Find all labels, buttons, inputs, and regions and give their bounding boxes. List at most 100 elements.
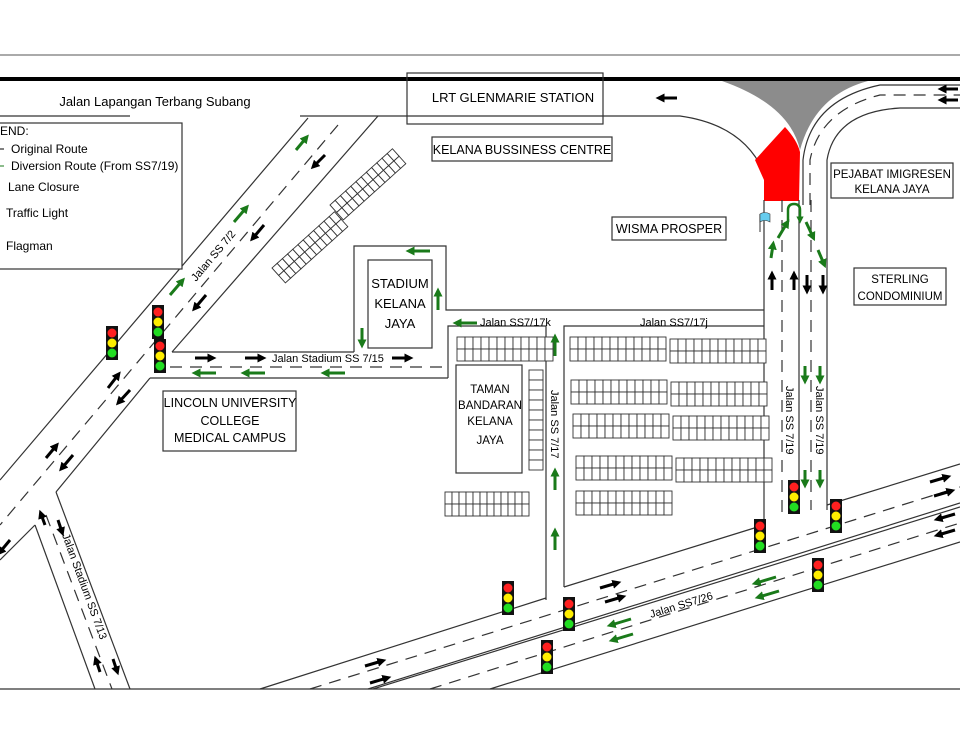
parking-lot (569, 336, 667, 362)
ss7-2-center (0, 124, 339, 526)
diversion-arrow (168, 277, 185, 296)
ss7-26-top-edge-a (259, 597, 547, 690)
imigresen-box (830, 162, 954, 199)
parking-lot (670, 381, 768, 407)
right-road-outer (802, 84, 960, 205)
ss7-17j-bottom (563, 325, 764, 587)
diversion-arrow (606, 617, 632, 629)
traffic-light-icon (502, 581, 514, 615)
lrt-station-box (406, 72, 604, 125)
ss7-2-lower-edge-a (171, 115, 379, 353)
lincoln-label-2: COLLEGE (200, 414, 259, 428)
ss7-26-lane-2 (429, 522, 960, 690)
diversion-arrow (608, 632, 634, 644)
ss7-13-right-edge (55, 491, 131, 690)
sterling-label-1: STERLING (871, 274, 929, 286)
stadium-box (367, 259, 433, 349)
legend-heading: END: (0, 124, 29, 138)
parking-lot (271, 211, 349, 284)
parking-lot (575, 490, 673, 516)
original-route-arrow (0, 539, 12, 556)
stadium-label-2: KELANA (374, 296, 426, 311)
road-label-ss7-19-a: Jalan SS 7/19 (783, 386, 795, 455)
legend-item-diversion-route: Diversion Route (From SS7/19) (11, 159, 178, 173)
ss7-13-center (45, 514, 113, 690)
median-island (722, 81, 868, 150)
lincoln-label-1: LINCOLN UNIVERSITY (164, 396, 297, 410)
ss7-17k-bottom (447, 325, 547, 600)
road-label-lapangan-terbang: Jalan Lapangan Terbang Subang (59, 94, 250, 109)
traffic-light-icon (754, 519, 766, 553)
traffic-light-icon (812, 558, 824, 592)
original-route-arrow (44, 442, 59, 459)
traffic-light-icon (106, 326, 118, 360)
traffic-light-icon (788, 480, 800, 514)
ss7-26-median-a (367, 502, 960, 690)
parking-lot (675, 457, 773, 483)
ss7-13-left-edge (34, 524, 96, 690)
stadium-label-1: STADIUM (371, 276, 429, 291)
diversion-arrow (751, 575, 777, 587)
original-route-arrow (933, 487, 956, 498)
kbc-label: KELANA BUSSINESS CENTRE (433, 143, 612, 157)
ss7-26-top-edge-b (563, 524, 765, 588)
diversion-arrow (232, 204, 249, 223)
road-label-ss7-17j: Jalan SS7/17j (640, 317, 708, 329)
original-route-arrow (56, 519, 65, 537)
ss7-2-upper-edge (0, 117, 309, 481)
kbc-box (431, 136, 613, 162)
legend-item-traffic-light: Traffic Light (6, 206, 69, 220)
original-route-arrow (106, 371, 121, 389)
traffic-light-icon (152, 305, 164, 339)
stadium-loop-road (353, 245, 764, 352)
lincoln-label-3: MEDICAL CAMPUS (174, 431, 286, 445)
right-road-center (809, 94, 960, 205)
original-route-arrow (93, 655, 102, 673)
original-route-arrow (192, 294, 208, 312)
lane-closure-area (755, 127, 800, 201)
taman-label-4: JAYA (476, 435, 503, 447)
legend-box (0, 122, 183, 270)
road-label-ss7-26: Jalan SS7/26 (648, 590, 714, 621)
lrt-station-label: LRT GLENMARIE STATION (432, 90, 594, 105)
wisma-label: WISMA PROSPER (616, 222, 722, 236)
wisma-box (611, 216, 727, 241)
taman-label-2: BANDARAN (458, 400, 522, 412)
ss7-26-median-b (372, 506, 960, 690)
original-route-arrow (250, 224, 266, 242)
parking-lot (669, 338, 767, 364)
parking-lot (672, 415, 770, 441)
parking-lot (528, 369, 544, 471)
taman-label-3: KELANA (467, 416, 513, 428)
legend-icons (0, 148, 4, 167)
diversion-arrow (816, 249, 827, 269)
ss7-26-lane-1 (309, 486, 960, 690)
route-arrows (0, 84, 958, 685)
imigresen-label-1: PEJABAT IMIGRESEN (833, 169, 951, 181)
diversion-arrow (804, 221, 816, 242)
parking-lot (570, 379, 668, 405)
road-label-ss7-2: Jalan SS 7/2 (189, 228, 238, 283)
traffic-light-icon (154, 339, 166, 373)
original-route-arrow (933, 512, 956, 523)
right-road-inner (826, 107, 960, 510)
road-label-ss7-17: Jalan SS 7/17 (548, 390, 560, 459)
parking-lot (329, 148, 407, 221)
road-label-ss7-15: Jalan Stadium SS 7/15 (272, 353, 384, 365)
diversion-arrow (776, 219, 790, 239)
parking-lot (575, 455, 673, 481)
legend-item-lane-closure: Lane Closure (8, 180, 80, 194)
original-route-arrow (310, 153, 327, 170)
parking-lot (456, 336, 554, 362)
diversion-arrow (767, 240, 777, 259)
lincoln-box (162, 390, 297, 452)
ss7-2-lower-edge-c (0, 524, 36, 561)
traffic-light-icon (830, 499, 842, 533)
original-route-arrow (933, 528, 956, 539)
legend-item-original-route: Original Route (11, 142, 88, 156)
sterling-label-2: CONDOMINIUM (858, 291, 943, 303)
taman-box (455, 364, 523, 474)
parking-lots (271, 148, 773, 517)
legend-item-flagman: Flagman (6, 239, 53, 253)
